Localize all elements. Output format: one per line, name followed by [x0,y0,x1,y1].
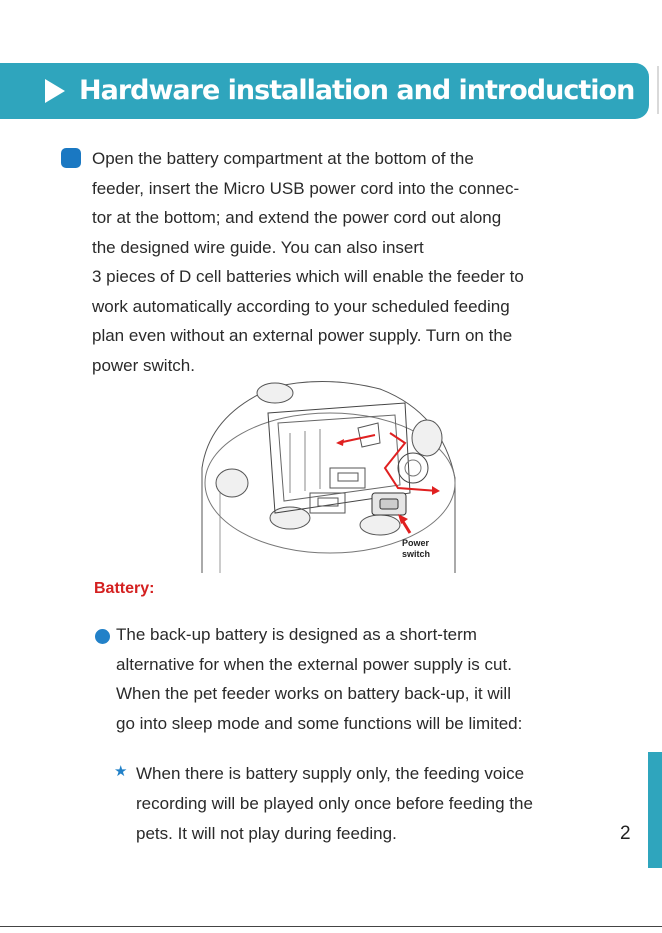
bullet-dot-icon [95,629,110,644]
intro-line: plan even without an external power supp… [92,326,513,345]
feeder-bottom-illustration: Power switch [180,373,470,573]
page-title: Hardware installation and introduction [79,75,635,106]
intro-paragraph: Open the battery compartment at the bott… [92,144,612,380]
bottom-divider [0,926,662,927]
note-line: When there is battery supply only, the f… [136,764,525,783]
power-switch-label: switch [402,549,430,559]
note-line: recording will be played only once befor… [136,794,533,813]
battery-line: alternative for when the external power … [116,654,512,674]
intro-line: 3 pieces of D cell batteries which will … [92,267,524,286]
intro-line: power switch. [92,355,195,375]
intro-line: the designed wire guide. You can also in… [92,237,424,257]
battery-line: go into sleep mode and some functions wi… [116,713,523,733]
battery-paragraph: The back-up battery is designed as a sho… [116,620,616,738]
intro-line: Open the battery compartment at the bott… [92,149,474,168]
star-icon: ★ [114,763,128,780]
page-number: 2 [620,823,631,844]
battery-heading: Battery: [94,580,155,597]
section-banner: Hardware installation and introduction [0,63,649,119]
intro-line: feeder, insert the Micro USB power cord … [92,178,520,198]
feeder-drawing: Power switch [201,380,456,573]
edge-marker [657,66,659,114]
intro-line: tor at the bottom; and extend the power … [92,208,502,227]
battery-note: When there is battery supply only, the f… [136,759,616,849]
step-marker-icon [61,148,81,168]
intro-line: work automatically according to your sch… [92,296,510,316]
power-switch-label: Power [402,538,430,548]
note-line: pets. It will not play during feeding. [136,824,397,843]
side-tab-marker [648,752,662,868]
play-triangle-icon [45,79,65,103]
battery-line: When the pet feeder works on battery bac… [116,684,511,703]
battery-line: The back-up battery is designed as a sho… [116,625,477,644]
